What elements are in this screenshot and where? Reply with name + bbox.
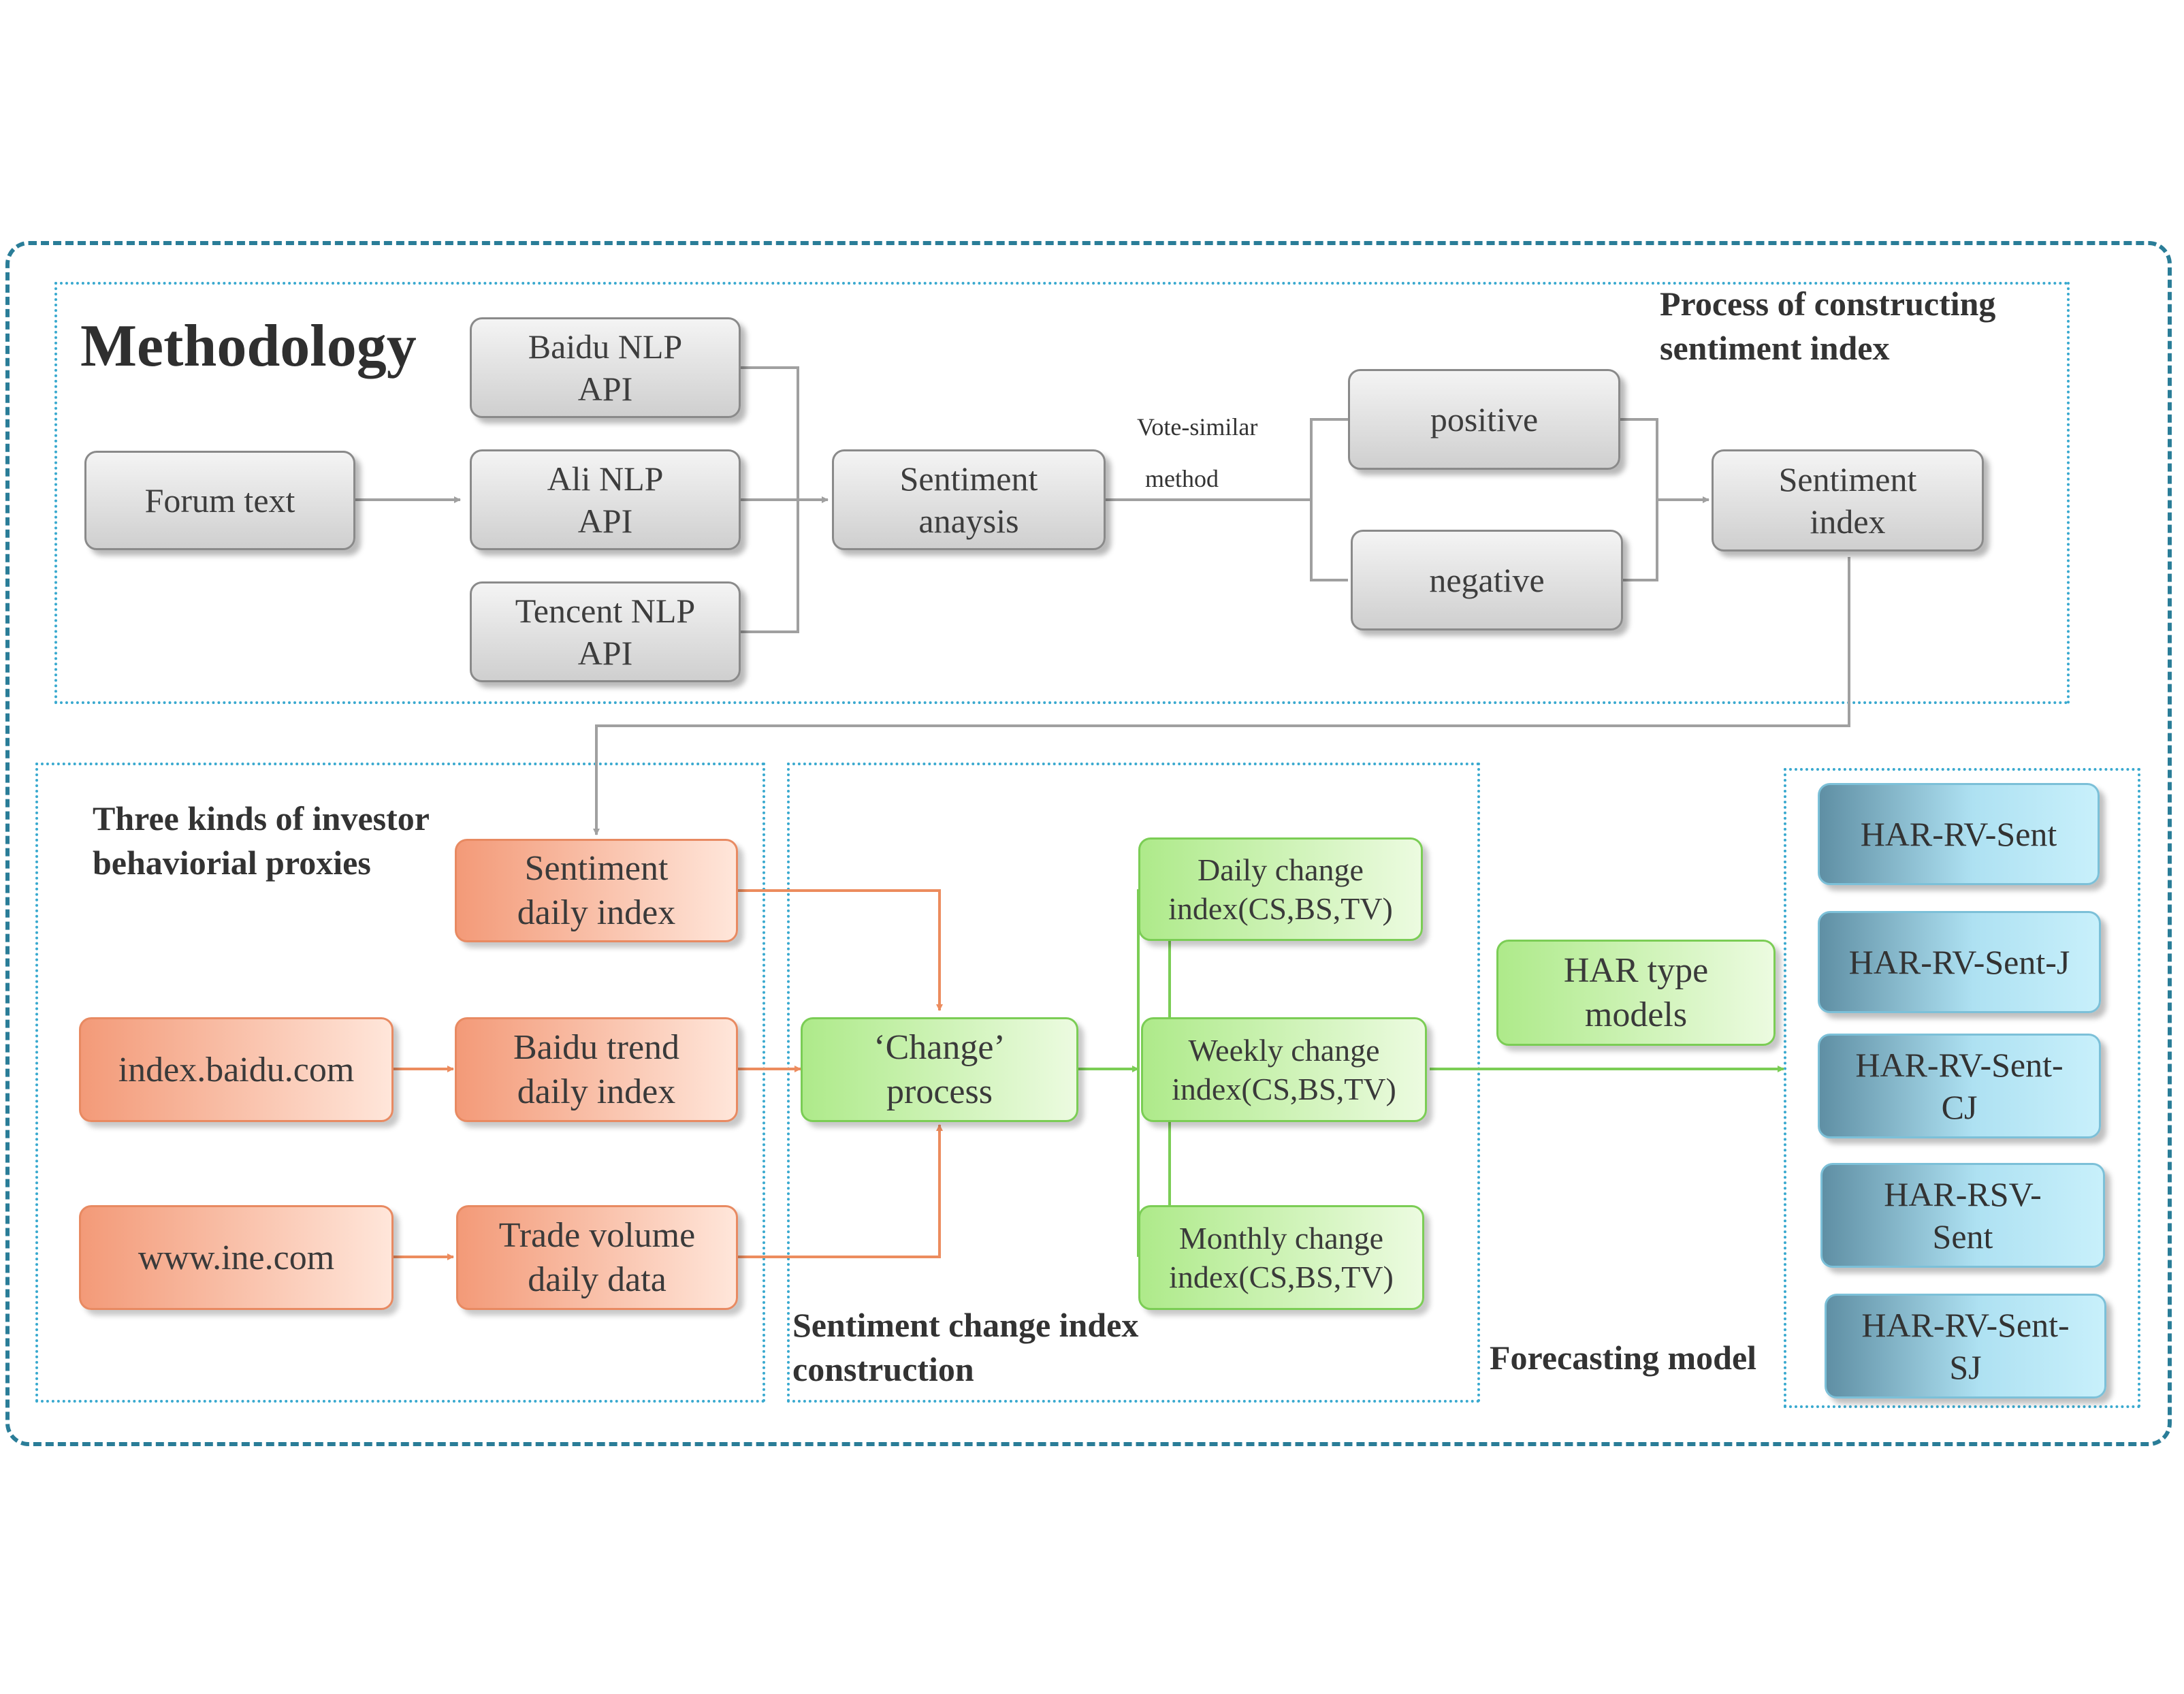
region-forecasting [1784, 768, 2140, 1408]
node-sentiment-daily-index: Sentiment daily index [455, 839, 738, 942]
node-negative: negative [1351, 530, 1623, 630]
daily-change-line-1: Daily change [1198, 852, 1364, 887]
node-www-ine-com: www.ine.com [79, 1205, 394, 1310]
weekly-change-line-1: Weekly change [1188, 1032, 1380, 1068]
node-index-baidu-com: index.baidu.com [79, 1017, 394, 1122]
region-title-sentiment-process: Process of constructing sentiment index [1660, 285, 1996, 367]
monthly-change-line-2: index(CS,BS,TV) [1169, 1260, 1394, 1294]
model-har-rv-sent: HAR-RV-Sent [1818, 783, 2100, 885]
model-har-rv-sent-cj: HAR-RV-Sent-CJ [1818, 1034, 2101, 1138]
region-title-change-construction: Sentiment change index construction [792, 1306, 1139, 1388]
node-har-type-models: HAR type models [1496, 940, 1776, 1046]
daily-change-line-2: index(CS,BS,TV) [1168, 891, 1393, 926]
node-tencent-nlp-api: Tencent NLP API [470, 581, 741, 682]
region-sentiment-process [54, 282, 2070, 704]
region-behavior-proxies [35, 763, 765, 1403]
node-daily-change-index: Daily change index(CS,BS,TV) [1138, 837, 1423, 941]
node-baidu-nlp-api: Baidu NLP API [470, 317, 741, 418]
vote-similar-label: Vote-similar [1137, 413, 1258, 441]
node-positive: positive [1348, 369, 1620, 470]
node-monthly-change-index: Monthly change index(CS,BS,TV) [1138, 1205, 1424, 1310]
node-sentiment-analysis: Sentiment anaysis [832, 449, 1106, 550]
region-title-forecasting: Forecasting model [1490, 1339, 1757, 1377]
monthly-change-line-1: Monthly change [1178, 1220, 1384, 1256]
node-baidu-trend-daily-index: Baidu trend daily index [455, 1017, 738, 1122]
model-har-rv-sent-j: HAR-RV-Sent-J [1818, 911, 2101, 1013]
model-har-rsv-sent: HAR-RSV-Sent [1820, 1163, 2105, 1268]
node-forum-text: Forum text [84, 451, 355, 550]
weekly-change-line-2: index(CS,BS,TV) [1172, 1072, 1396, 1106]
outer-frame [5, 241, 2172, 1446]
node-weekly-change-index: Weekly change index(CS,BS,TV) [1141, 1017, 1427, 1122]
region-change-construction [787, 763, 1480, 1403]
node-ali-nlp-api: Ali NLP API [470, 449, 741, 550]
node-trade-volume-daily-data: Trade volume daily data [456, 1205, 738, 1310]
node-change-process: ‘Change’ process [801, 1017, 1078, 1122]
node-sentiment-index: Sentiment index [1712, 449, 1984, 552]
method-label: method [1145, 465, 1219, 492]
region-title-behavior-proxies: Three kinds of investor behaviorial prox… [93, 799, 430, 882]
page-title: Methodology [80, 313, 417, 379]
model-har-rv-sent-sj: HAR-RV-Sent-SJ [1825, 1294, 2106, 1399]
